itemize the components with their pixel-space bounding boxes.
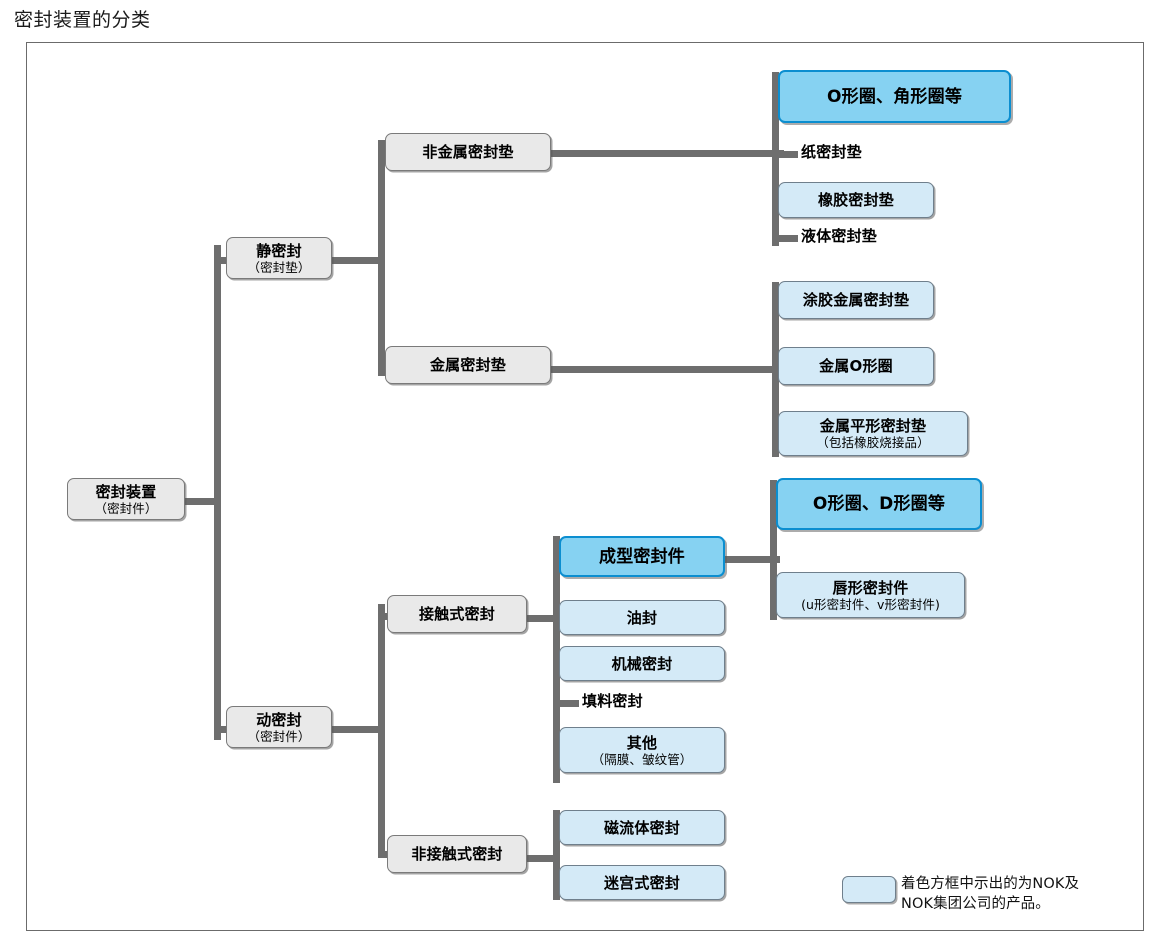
node-label: 液体密封垫 [801, 227, 878, 245]
connector-contact-to-children [524, 615, 560, 622]
node-label: O形圈、D形圈等 [812, 494, 946, 514]
node-label: 动密封 [256, 710, 302, 729]
legend: 着色方框中示出的为NOK及 NOK集团公司的产品。 [842, 874, 1079, 914]
connector-branch-to-noncontact [378, 851, 392, 858]
connector-root-to-trunk [183, 498, 221, 505]
connector-metal-children-vertical [772, 282, 779, 457]
node-label: 金属密封垫 [429, 356, 506, 374]
node-sublabel: （包括橡胶烧接品） [816, 435, 930, 450]
connector-static-branch-vertical [378, 140, 385, 376]
legend-note: 着色方框中示出的为NOK及 NOK集团公司的产品。 [901, 876, 1080, 912]
connector-stub-liquid [779, 235, 798, 242]
node-sealing-device[interactable]: 密封装置 （密封件） [67, 478, 185, 520]
connector-contact-children-vertical [553, 536, 560, 783]
connector-static-to-branch [330, 257, 382, 264]
connector-molded-children-vertical [770, 480, 777, 620]
node-metal-gasket[interactable]: 金属密封垫 [385, 346, 551, 384]
node-label: 其他 [626, 733, 658, 752]
node-metal-o-ring[interactable]: 金属O形圈 [778, 347, 934, 385]
node-sublabel: （密封件） [247, 728, 311, 744]
node-liquid-gasket[interactable]: 液体密封垫 [801, 226, 877, 246]
node-sublabel: （密封垫） [247, 259, 311, 275]
connector-metal-to-children [549, 366, 784, 373]
node-label: 非接触式密封 [411, 845, 503, 863]
connector-stub-packing [560, 700, 579, 707]
node-label: 接触式密封 [418, 605, 495, 623]
node-label: 金属O形圈 [819, 357, 893, 375]
node-other-seal[interactable]: 其他 （隔膜、皱纹管） [559, 727, 725, 773]
node-o-ring-d-ring[interactable]: O形圈、D形圈等 [776, 478, 982, 530]
node-mechanical-seal[interactable]: 机械密封 [559, 646, 725, 681]
connector-dynamic-branch-vertical [378, 604, 385, 858]
node-oil-seal[interactable]: 油封 [559, 600, 725, 635]
node-label: 成型密封件 [599, 546, 685, 567]
node-labyrinth-seal[interactable]: 迷宫式密封 [559, 865, 725, 900]
node-noncontact-seal[interactable]: 非接触式密封 [387, 835, 527, 873]
node-label: 迷宫式密封 [603, 873, 680, 892]
node-label: O形圈、角形圈等 [826, 86, 963, 107]
node-lip-seal[interactable]: 唇形密封件 (u形密封件、v形密封件) [776, 572, 965, 618]
connector-trunk-vertical [214, 245, 221, 740]
node-label: 机械密封 [611, 654, 673, 673]
node-dynamic-seal[interactable]: 动密封 （密封件） [226, 706, 332, 748]
node-sublabel: （密封件） [94, 500, 158, 516]
legend-swatch-icon [842, 876, 896, 903]
node-static-seal[interactable]: 静密封 （密封垫） [226, 237, 332, 279]
node-label: 密封装置 [95, 482, 157, 501]
node-label: 唇形密封件 [832, 578, 909, 597]
page-title: 密封装置的分类 [14, 9, 151, 31]
connector-nonmetal-to-children [549, 150, 784, 157]
node-label: 纸密封垫 [801, 143, 862, 161]
node-label: 填料密封 [582, 692, 643, 710]
node-rubber-gasket[interactable]: 橡胶密封垫 [778, 182, 934, 218]
connector-dynamic-to-branch [330, 726, 382, 733]
connector-noncontact-children-vertical [553, 810, 560, 900]
node-sublabel: (u形密封件、v形密封件) [801, 596, 940, 612]
connector-nonmetal-children-vertical [772, 72, 779, 246]
node-magnetic-fluid-seal[interactable]: 磁流体密封 [559, 810, 725, 845]
node-coated-metal-gasket[interactable]: 涂胶金属密封垫 [778, 281, 934, 319]
node-molded-seal[interactable]: 成型密封件 [559, 536, 725, 577]
node-metal-flat-gasket[interactable]: 金属平形密封垫 （包括橡胶烧接品） [778, 411, 968, 456]
node-label: 磁流体密封 [603, 818, 680, 837]
node-o-ring-square-ring[interactable]: O形圈、角形圈等 [778, 70, 1011, 123]
node-nonmetal-gasket[interactable]: 非金属密封垫 [385, 133, 551, 171]
connector-stub-paper [779, 151, 798, 158]
node-sublabel: （隔膜、皱纹管） [591, 751, 693, 767]
node-paper-gasket[interactable]: 纸密封垫 [801, 142, 862, 162]
connector-molded-to-children [722, 556, 780, 563]
connector-branch-to-contact [378, 613, 392, 620]
node-contact-seal[interactable]: 接触式密封 [387, 595, 527, 633]
node-packing-seal[interactable]: 填料密封 [582, 691, 643, 711]
node-label: 油封 [626, 608, 658, 627]
node-label: 涂胶金属密封垫 [802, 291, 910, 309]
node-label: 非金属密封垫 [422, 143, 514, 161]
node-label: 橡胶密封垫 [817, 191, 894, 209]
node-label: 金属平形密封垫 [819, 417, 927, 435]
node-label: 静密封 [256, 241, 302, 260]
connector-noncontact-to-children [524, 855, 560, 862]
